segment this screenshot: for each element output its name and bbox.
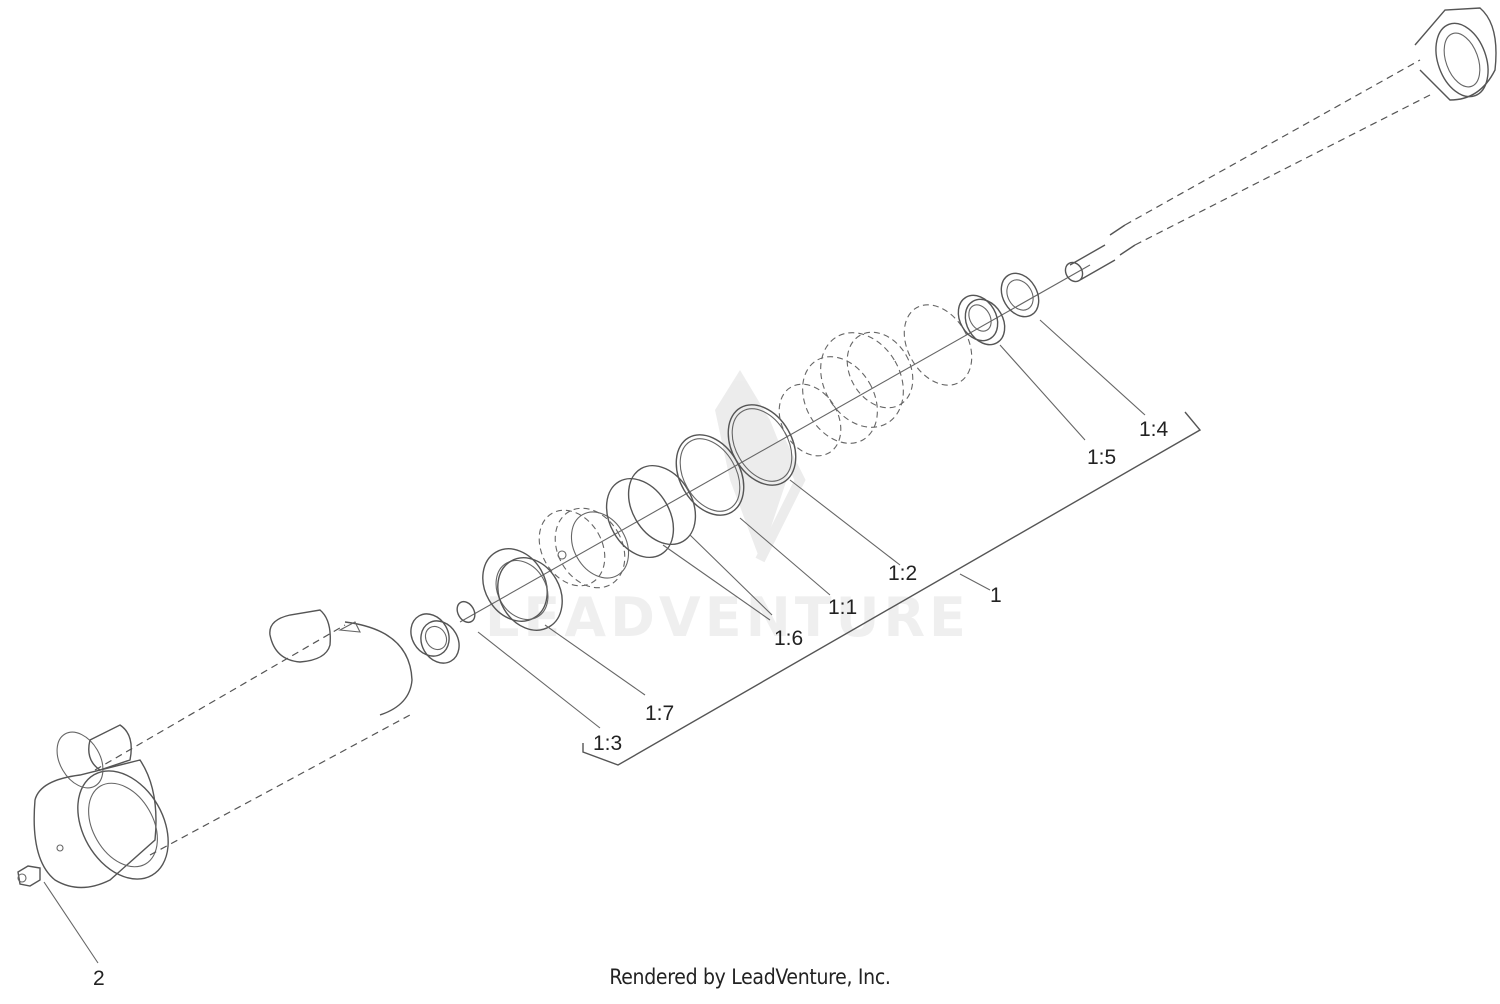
callout-1-2: 1:2 bbox=[888, 562, 917, 585]
leader-lines bbox=[43, 319, 1146, 964]
part-gland bbox=[778, 331, 914, 457]
part-ring-1-2 bbox=[727, 404, 797, 486]
callout-1-7: 1:7 bbox=[645, 702, 674, 725]
part-wear-ring bbox=[482, 548, 563, 631]
rendered-by-footer: Rendered by LeadVenture, Inc. bbox=[609, 965, 891, 989]
callout-1-3: 1:3 bbox=[593, 732, 622, 755]
cylinder-barrel bbox=[33, 609, 413, 889]
part-rings-1-6 bbox=[605, 464, 697, 559]
assembly-bracket bbox=[582, 411, 1202, 766]
part-seal-1-5 bbox=[957, 294, 1006, 346]
explode-axis bbox=[459, 264, 1091, 623]
callout-1-4: 1:4 bbox=[1139, 418, 1169, 441]
callout-2: 2 bbox=[93, 967, 105, 990]
callout-1-6: 1:6 bbox=[774, 627, 803, 650]
watermark-logo bbox=[715, 370, 806, 563]
piston-rod bbox=[1064, 7, 1497, 283]
grease-fitting bbox=[17, 865, 41, 887]
part-small-oring bbox=[456, 600, 476, 624]
part-wiper-1-4 bbox=[1000, 272, 1040, 318]
callout-1-1: 1:1 bbox=[828, 596, 857, 619]
callout-1: 1 bbox=[990, 584, 1002, 607]
part-piston bbox=[538, 507, 630, 589]
callout-labels: 1 2 1:1 1:2 1:3 1:4 1:5 1:6 1:7 bbox=[93, 418, 1169, 990]
part-large-ring bbox=[903, 304, 973, 386]
callout-1-5: 1:5 bbox=[1087, 446, 1116, 469]
part-nut bbox=[410, 613, 460, 664]
